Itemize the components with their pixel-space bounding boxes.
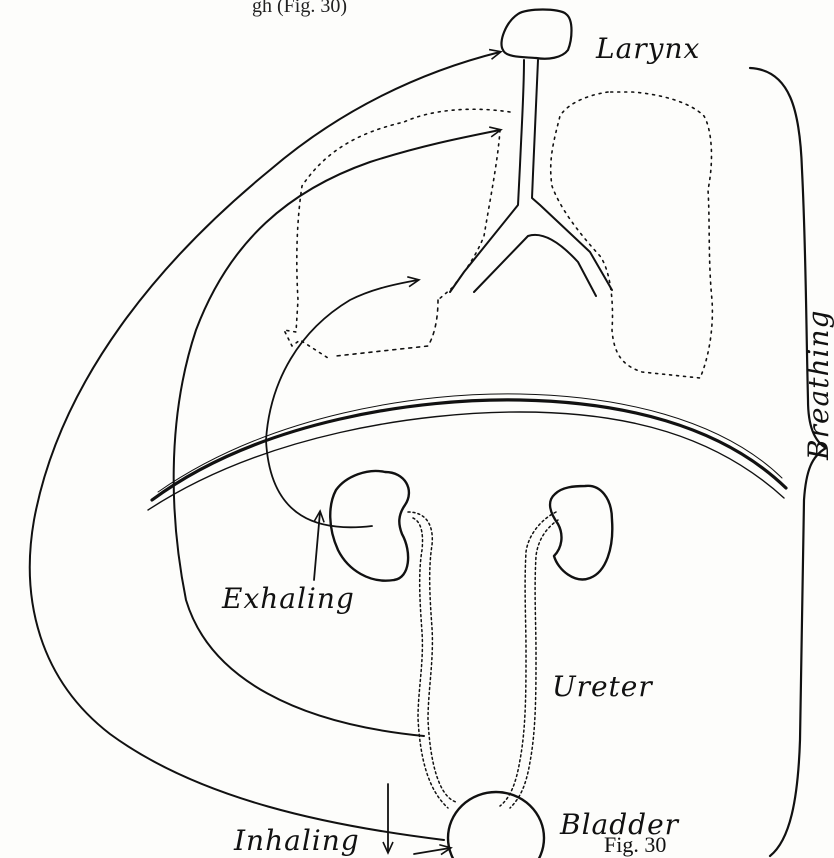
inhaling-right-arrow bbox=[414, 848, 450, 854]
exhaling-label: Exhaling bbox=[221, 582, 355, 615]
larynx-label: Larynx bbox=[595, 32, 700, 65]
ureters bbox=[408, 512, 558, 808]
breathing-label: Breathing bbox=[802, 310, 834, 461]
lungs bbox=[284, 92, 712, 378]
inner-arrow-to-lung bbox=[266, 280, 418, 527]
figure-caption: Fig. 30 bbox=[604, 832, 666, 857]
bladder-shape bbox=[448, 792, 544, 858]
diaphragm bbox=[148, 394, 786, 510]
right-lung bbox=[551, 92, 713, 378]
trachea bbox=[450, 60, 612, 296]
larynx-shape bbox=[501, 10, 571, 59]
left-lung-lower bbox=[336, 300, 438, 356]
breathing-brace bbox=[750, 68, 826, 856]
ureter-label: Ureter bbox=[552, 670, 653, 703]
outer-arrow-to-larynx bbox=[30, 52, 500, 840]
left-lung bbox=[284, 109, 510, 358]
inhaling-label: Inhaling bbox=[233, 824, 360, 857]
right-kidney bbox=[550, 486, 612, 580]
top-caption-fragment: gh (Fig. 30) bbox=[252, 0, 347, 17]
